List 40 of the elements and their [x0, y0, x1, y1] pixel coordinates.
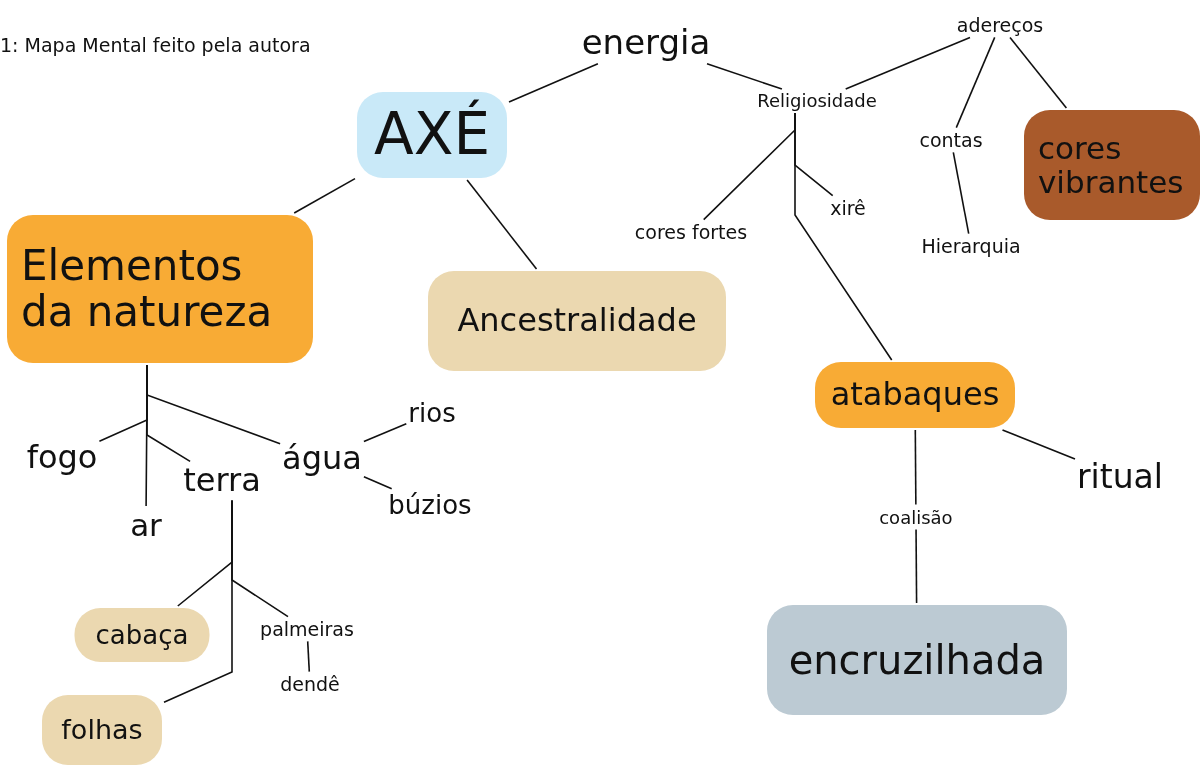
connector-line: [146, 364, 281, 445]
connector-line: [466, 179, 538, 270]
rounded-box: AXÉ: [357, 92, 507, 178]
connector-line: [163, 499, 233, 704]
node-text: ar: [130, 507, 162, 543]
connector-line: [306, 640, 311, 673]
rounded-box: atabaques: [815, 362, 1015, 428]
rounded-box: folhas: [42, 695, 162, 765]
connector-line: [363, 476, 393, 490]
connector-line: [293, 177, 356, 214]
rounded-box: Elementos da natureza: [7, 215, 313, 363]
rounded-box: cabaça: [74, 608, 210, 662]
node-text: ritual: [1077, 458, 1163, 496]
node-text: dendê: [280, 673, 340, 695]
node-text: cores fortes: [634, 221, 748, 243]
connector-line: [1009, 36, 1068, 109]
connector-line: [844, 36, 971, 90]
rounded-box: cores vibrantes: [1024, 110, 1200, 220]
rounded-box: encruzilhada: [767, 605, 1067, 715]
connector-line: [706, 62, 783, 90]
connector-line: [1001, 429, 1076, 460]
node-text: rios: [408, 398, 456, 428]
connector-line: [794, 112, 893, 361]
node-text: búzios: [388, 490, 472, 520]
node-text: contas: [919, 129, 983, 151]
node-text: Religiosidade: [757, 91, 877, 111]
node-text: fogo: [26, 440, 98, 476]
node-text: energia: [581, 24, 711, 62]
connector-line: [363, 422, 408, 443]
node-text: Hierarquia: [921, 235, 1021, 257]
diagram-title: 1: Mapa Mental feito pela autora: [0, 34, 311, 56]
node-text: palmeiras: [260, 618, 354, 640]
node-text: terra: [183, 463, 261, 499]
connector-line: [508, 62, 599, 103]
rounded-box: Ancestralidade: [428, 271, 726, 371]
node-text: xirê: [830, 197, 866, 219]
node-text: adereços: [956, 14, 1044, 36]
connector-line: [955, 36, 996, 129]
connector-line: [952, 151, 970, 235]
node-text: água: [282, 441, 362, 477]
